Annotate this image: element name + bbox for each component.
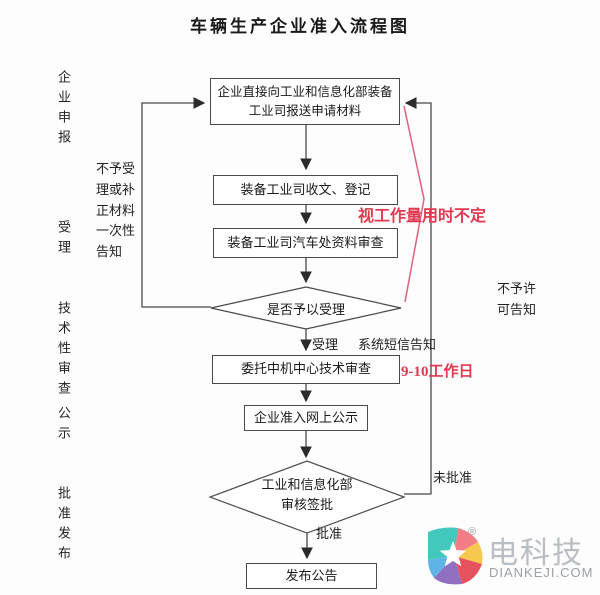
annotation-workdays: 9-10工作日: [401, 364, 474, 380]
decision1-diamond: [210, 286, 402, 330]
decision-miit-approval-line1: 工业和信息化部: [261, 477, 353, 492]
workload-span-line: [403, 105, 425, 303]
step-material-review: 装备工业司汽车处资料审查: [213, 228, 398, 258]
edge-label-approved: 批准: [316, 526, 343, 541]
logo-domain-text: DIANKEJI.COM: [489, 565, 594, 580]
step-submit-materials: 企业直接向工业和信息化部装备工业司报送申请材料: [210, 78, 400, 125]
step-online-publicity: 企业准入网上公示: [244, 405, 368, 431]
stage-label-publicity: 公示: [56, 406, 71, 446]
edge-label-reject-notice: 不予受理或补正材料一次性告知: [96, 161, 136, 260]
decision2-diamond: [208, 460, 406, 534]
registered-mark: ®: [468, 526, 477, 538]
stage-label-technical-review: 技术性审查: [56, 301, 71, 401]
stage-label-approval-release: 批准发布: [56, 486, 71, 566]
decision-miit-approval-line2: 审核签批: [280, 496, 333, 512]
logo-brand-text: 电科技: [488, 537, 584, 570]
stage-label-acceptance: 受理: [56, 220, 71, 260]
decision-accept-or-not-label: 是否予以受理: [266, 302, 345, 317]
step-publish-announcement: 发布公告: [246, 563, 377, 589]
step-receive-register: 装备工业司收文、登记: [213, 175, 398, 205]
edge-label-deny-notice: 不予许可告知: [497, 281, 537, 317]
stage-label-application: 企业申报: [56, 70, 71, 150]
edge-label-not-approved: 未批准: [433, 470, 473, 485]
edge-label-accepted: 受理: [312, 337, 339, 352]
annotation-workload-time: 视工作量用时不定: [358, 208, 487, 225]
step-entrust-technical-review: 委托中机中心技术审查: [212, 355, 400, 384]
edge-label-sms-notice: 系统短信告知: [358, 337, 437, 352]
page-title: 车辆生产企业准入流程图: [190, 17, 410, 36]
diankeji-logo-icon: [428, 527, 483, 585]
